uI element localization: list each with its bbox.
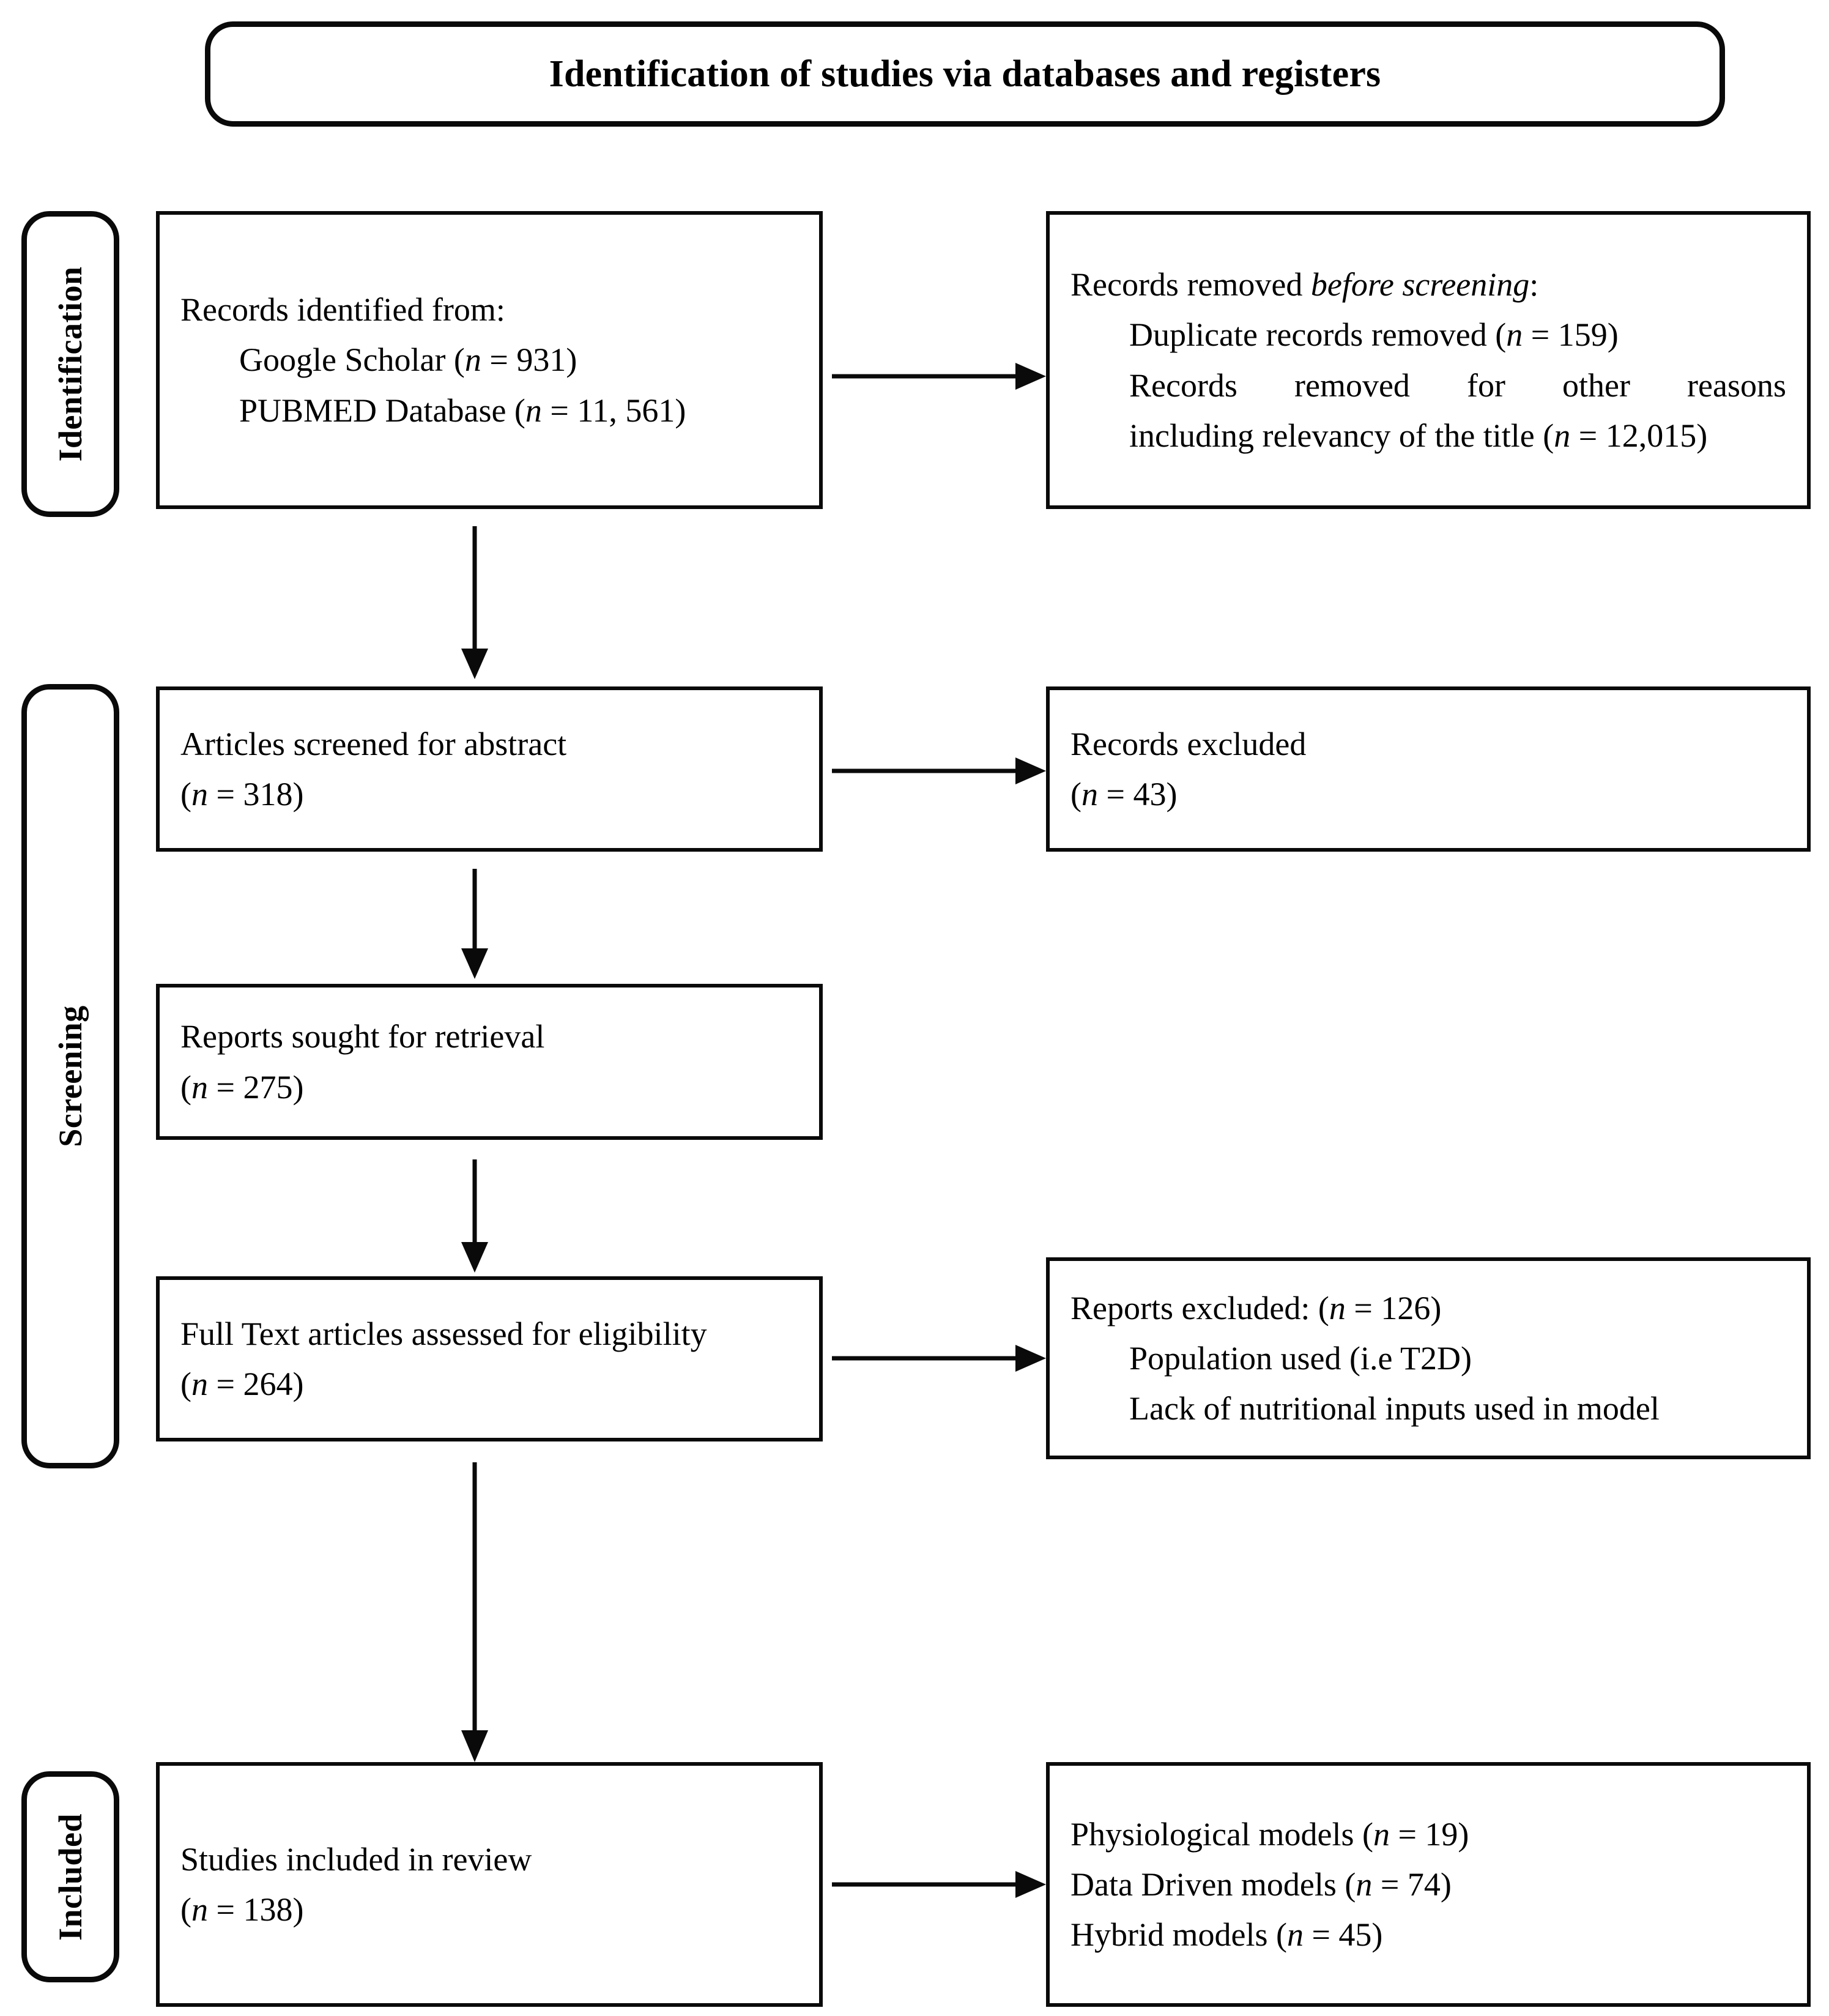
records-removed-other-line-b: including relevancy of the title (n = 12…: [1070, 411, 1786, 461]
arrow-identified-to-screened: [456, 526, 494, 679]
box-records-identified: Records identified from: Google Scholar …: [156, 211, 823, 509]
label-reports-excluded: Reports excluded: (: [1070, 1289, 1329, 1326]
label-duplicates: Duplicate records removed (: [1129, 316, 1507, 354]
value-pubmed: = 11, 561): [541, 392, 686, 429]
label-google-scholar: Google Scholar (: [239, 341, 465, 379]
value-studies-included: = 138): [207, 1891, 304, 1928]
reports-sought-count: (n = 275): [180, 1062, 798, 1112]
arrow-screened-to-excluded: [832, 753, 1046, 789]
paren-open: (: [180, 1366, 191, 1402]
value-articles-screened: = 318): [207, 776, 304, 813]
label-data-driven-models: Data Driven models (: [1070, 1865, 1356, 1903]
articles-screened-label: Articles screened for abstract: [180, 725, 567, 762]
label-hybrid-models: Hybrid models (: [1070, 1916, 1287, 1954]
stage-label-identification: Identification: [21, 211, 119, 517]
records-removed-duplicates: Duplicate records removed (n = 159): [1070, 310, 1786, 360]
value-physiological-models: = 19): [1389, 1815, 1469, 1853]
records-removed-heading: Records removed before screening:: [1070, 259, 1786, 310]
value-reports-excluded: = 126): [1345, 1289, 1442, 1326]
n-variable: n: [191, 1891, 208, 1928]
value-duplicates: = 159): [1523, 316, 1619, 354]
n-variable: n: [191, 1068, 208, 1106]
n-variable: n: [1356, 1865, 1373, 1903]
label-physiological-models: Physiological models (: [1070, 1815, 1373, 1853]
arrow-eligibility-to-reports-excluded: [832, 1340, 1046, 1377]
box-records-removed: Records removed before screening: Duplic…: [1046, 211, 1811, 509]
box-records-excluded: Records excluded (n = 43): [1046, 686, 1811, 852]
n-variable: n: [1554, 417, 1571, 454]
paren-open: (: [180, 1068, 191, 1106]
stage-label-screening-text: Screening: [52, 1005, 89, 1147]
box-studies-included: Studies included in review (n = 138): [156, 1762, 823, 2007]
n-variable: n: [191, 1366, 208, 1402]
arrow-eligibility-to-included: [456, 1462, 494, 1762]
records-excluded-count: (n = 43): [1070, 769, 1786, 819]
reports-excluded-heading: Reports excluded: (n = 126): [1070, 1283, 1786, 1333]
arrow-included-to-breakdown: [832, 1866, 1046, 1903]
value-google-scholar: = 931): [481, 341, 577, 379]
full-text-assessed-label: Full Text articles assessed for eligibil…: [180, 1315, 707, 1352]
n-variable: n: [1329, 1289, 1346, 1326]
n-variable: n: [464, 341, 481, 379]
paren-open: (: [1070, 776, 1081, 813]
arrow-sought-to-eligibility: [456, 1159, 494, 1273]
n-variable: n: [1286, 1916, 1304, 1954]
n-variable: n: [1506, 316, 1523, 354]
model-breakdown-data-driven: Data Driven models (n = 74): [1070, 1859, 1786, 1910]
studies-included-label: Studies included in review: [180, 1840, 532, 1878]
reports-excluded-reason-population: Population used (i.e T2D): [1129, 1339, 1472, 1377]
label-other-reasons: including relevancy of the title (: [1129, 417, 1554, 454]
paren-open: (: [180, 776, 191, 813]
studies-included-count: (n = 138): [180, 1884, 798, 1935]
diagram-title-box: Identification of studies via databases …: [205, 21, 1725, 127]
label-records-removed: Records removed: [1070, 266, 1311, 303]
model-breakdown-hybrid: Hybrid models (n = 45): [1070, 1910, 1786, 1960]
page-title: Identification of studies via databases …: [549, 53, 1381, 95]
value-data-driven-models: = 74): [1372, 1865, 1452, 1903]
full-text-assessed-count: (n = 264): [180, 1359, 798, 1409]
reports-excluded-reason-nutrition: Lack of nutritional inputs used in model: [1129, 1390, 1660, 1427]
value-other-reasons: = 12,015): [1570, 417, 1708, 454]
box-model-breakdown: Physiological models (n = 19) Data Drive…: [1046, 1762, 1811, 2007]
model-breakdown-physiological: Physiological models (n = 19): [1070, 1809, 1786, 1859]
box-full-text-assessed: Full Text articles assessed for eligibil…: [156, 1276, 823, 1441]
records-removed-other-line-a: Records removed for other reasons: [1129, 366, 1786, 404]
records-identified-google-scholar: Google Scholar (n = 931): [180, 335, 798, 385]
records-identified-pubmed: PUBMED Database (n = 11, 561): [180, 385, 798, 436]
box-articles-screened: Articles screened for abstract (n = 318): [156, 686, 823, 852]
arrow-identified-to-removed: [832, 358, 1046, 395]
emphasis-before-screening: before screening: [1310, 266, 1530, 303]
colon: :: [1529, 266, 1539, 303]
box-reports-excluded: Reports excluded: (n = 126) Population u…: [1046, 1257, 1811, 1459]
label-pubmed: PUBMED Database (: [239, 392, 525, 429]
value-reports-sought: = 275): [207, 1068, 304, 1106]
records-identified-heading: Records identified from:: [180, 291, 505, 329]
stage-label-screening: Screening: [21, 684, 119, 1468]
records-excluded-label: Records excluded: [1070, 725, 1307, 762]
stage-label-identification-text: Identification: [52, 266, 89, 462]
stage-label-included-text: Included: [52, 1813, 89, 1941]
value-full-text-assessed: = 264): [207, 1366, 304, 1402]
arrow-screened-to-sought: [456, 869, 494, 979]
n-variable: n: [1373, 1815, 1390, 1853]
n-variable: n: [525, 392, 542, 429]
reports-sought-label: Reports sought for retrieval: [180, 1018, 545, 1055]
box-reports-sought: Reports sought for retrieval (n = 275): [156, 984, 823, 1140]
value-hybrid-models: = 45): [1303, 1916, 1383, 1954]
stage-label-included: Included: [21, 1771, 119, 1982]
n-variable: n: [191, 776, 208, 813]
articles-screened-count: (n = 318): [180, 769, 798, 819]
paren-open: (: [180, 1891, 191, 1928]
value-records-excluded: = 43): [1097, 776, 1178, 813]
n-variable: n: [1081, 776, 1098, 813]
